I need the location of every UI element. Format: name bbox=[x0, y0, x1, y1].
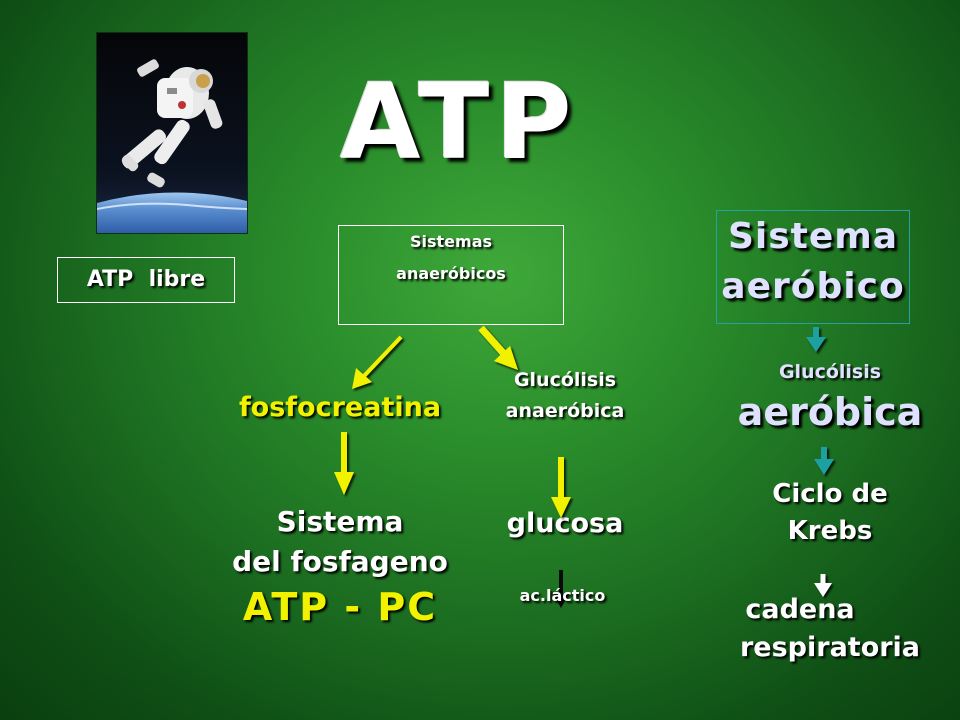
arrow-to-cadena-respiratoria bbox=[814, 574, 832, 597]
acido-lactico-label: ac.láctico bbox=[519, 586, 606, 605]
aerobic-system-box bbox=[716, 210, 910, 324]
glucosa-label: glucosa bbox=[506, 508, 624, 539]
arrow-to-ciclo-krebs bbox=[814, 447, 834, 475]
atp-libre-label: ATP libre bbox=[86, 267, 206, 292]
aerobic-box-line1: Sistema bbox=[727, 216, 899, 257]
aerobic-box-line2: aeróbico bbox=[721, 266, 905, 307]
sistema-label: Sistema bbox=[276, 505, 404, 538]
astronaut-photo bbox=[96, 32, 248, 234]
glucolisis-anaerobica-line1: Glucólisis bbox=[513, 369, 617, 391]
glucolisis-aerobica-line1: Glucólisis bbox=[778, 361, 882, 383]
anaerobic-box-line1: Sistemas bbox=[409, 232, 493, 251]
anaerobic-box-line2: anaeróbicos bbox=[396, 264, 506, 283]
respiratoria-label: respiratoria bbox=[739, 632, 921, 663]
atp-pc-label: ATP - PC bbox=[242, 585, 438, 629]
arrow-to-glucolisis-aerobica bbox=[806, 327, 826, 352]
cadena-label: cadena bbox=[745, 594, 855, 625]
atp-libre-box bbox=[57, 257, 235, 303]
ciclo-de-label: Ciclo de bbox=[772, 479, 888, 509]
glucolisis-anaerobica-line2: anaeróbica bbox=[505, 400, 625, 422]
krebs-label: Krebs bbox=[787, 516, 873, 546]
del-fosfageno-label: del fosfageno bbox=[232, 545, 448, 578]
arrow-to-sistema-fosfageno bbox=[334, 432, 354, 495]
arrow-to-glucosa bbox=[551, 457, 571, 518]
arrow-to-lactico bbox=[553, 570, 569, 608]
arrow-to-fosfocreatina bbox=[352, 335, 403, 389]
glucolisis-aerobica-line2: aeróbica bbox=[737, 390, 923, 434]
page-title: ATP bbox=[340, 61, 578, 183]
anaerobic-systems-box bbox=[338, 225, 564, 325]
fosfocreatina-label: fosfocreatina bbox=[238, 392, 442, 423]
arrow-to-glucolisis-anaerobica bbox=[478, 325, 518, 370]
